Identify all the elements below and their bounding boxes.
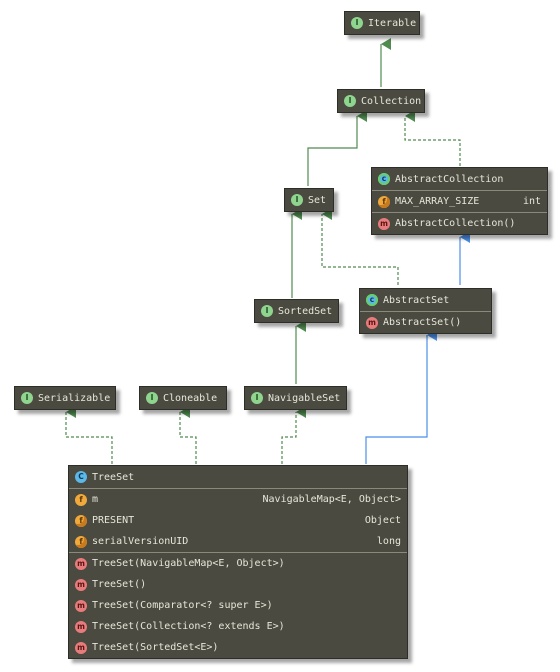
field-name: MAX_ARRAY_SIZE (395, 196, 480, 207)
node-sorted-set-name: SortedSet (278, 305, 333, 317)
method-row[interactable]: m AbstractCollection() (372, 212, 547, 234)
interface-icon: I (251, 392, 263, 404)
field-type: Object (364, 515, 401, 526)
node-sorted-set-header: I SortedSet (255, 300, 338, 322)
edge-set-collection (307, 110, 367, 186)
node-iterable-header: I Iterable (345, 12, 419, 34)
node-collection-name: Collection (361, 95, 422, 107)
interface-icon: I (291, 194, 303, 206)
method-icon: m (75, 578, 87, 591)
field-name: m (92, 494, 99, 505)
method-row[interactable]: m AbstractSet() (360, 311, 491, 333)
method-name: TreeSet(SortedSet<E>) (92, 642, 219, 653)
method-icon: m (75, 641, 87, 654)
node-navigable-set-header: I NavigableSet (245, 387, 346, 409)
method-name: TreeSet(Comparator<? super E>) (92, 600, 273, 611)
abstract-class-icon: c (378, 173, 390, 185)
node-cloneable[interactable]: I Cloneable (139, 386, 227, 410)
node-collection[interactable]: I Collection (337, 89, 425, 113)
method-row[interactable]: m TreeSet(NavigableMap<E, Object>) (69, 552, 407, 574)
field-type: long (376, 536, 401, 547)
method-row[interactable]: m TreeSet(Comparator<? super E>) (69, 595, 407, 616)
interface-icon: I (351, 17, 363, 29)
static-field-icon: f (378, 195, 390, 208)
node-abstract-collection-header: c AbstractCollection (372, 168, 547, 190)
node-tree-set-header: C TreeSet (69, 466, 407, 488)
method-row[interactable]: m TreeSet(SortedSet<E>) (69, 637, 407, 658)
field-type: int (522, 196, 541, 207)
field-row[interactable]: f m NavigableMap<E, Object> (69, 488, 407, 510)
node-tree-set[interactable]: C TreeSet f m NavigableMap<E, Object> f … (68, 465, 408, 659)
edge-treeset-cloneable (179, 406, 197, 464)
node-sorted-set[interactable]: I SortedSet (254, 299, 339, 323)
method-icon: m (366, 316, 378, 329)
node-abstract-collection[interactable]: c AbstractCollection f MAX_ARRAY_SIZE in… (371, 167, 548, 235)
node-abstract-collection-name: AbstractCollection (395, 173, 504, 185)
method-row[interactable]: m TreeSet(Collection<? extends E>) (69, 616, 407, 637)
field-name: PRESENT (92, 515, 135, 526)
method-name: TreeSet(NavigableMap<E, Object>) (92, 558, 285, 569)
node-serializable-name: Serializable (38, 392, 111, 404)
class-icon: C (75, 471, 87, 483)
node-cloneable-name: Cloneable (163, 392, 218, 404)
interface-icon: I (344, 95, 356, 107)
field-row[interactable]: f PRESENT Object (69, 510, 407, 531)
method-name: TreeSet() (92, 579, 147, 590)
node-tree-set-name: TreeSet (92, 471, 135, 483)
method-icon: m (378, 217, 390, 230)
method-icon: m (75, 557, 87, 570)
static-field-icon: f (75, 514, 87, 527)
method-name: AbstractCollection() (395, 218, 516, 229)
edge-treeset-abstractset (365, 329, 437, 464)
node-abstract-set-header: c AbstractSet (360, 289, 491, 311)
node-iterable[interactable]: I Iterable (344, 11, 420, 35)
node-cloneable-header: I Cloneable (140, 387, 226, 409)
node-abstract-set-name: AbstractSet (383, 294, 450, 306)
field-row[interactable]: f serialVersionUID long (69, 531, 407, 552)
edge-treeset-navigableset (281, 406, 306, 464)
node-set-name: Set (308, 194, 327, 206)
interface-icon: I (261, 305, 273, 317)
method-icon: m (75, 599, 87, 612)
node-serializable-header: I Serializable (15, 387, 115, 409)
method-name: TreeSet(Collection<? extends E>) (92, 621, 285, 632)
edge-abstractcollection-collection (404, 110, 461, 166)
field-row[interactable]: f MAX_ARRAY_SIZE int (372, 190, 547, 212)
node-iterable-name: Iterable (368, 17, 417, 29)
field-name: serialVersionUID (92, 536, 189, 547)
node-abstract-set[interactable]: c AbstractSet m AbstractSet() (359, 288, 492, 334)
node-navigable-set-name: NavigableSet (268, 392, 341, 404)
method-name: AbstractSet() (383, 317, 462, 328)
edge-abstractset-set (321, 208, 399, 285)
abstract-class-icon: c (366, 294, 378, 306)
field-type: NavigableMap<E, Object> (262, 494, 401, 505)
node-collection-header: I Collection (338, 90, 424, 112)
node-set-header: I Set (285, 189, 333, 211)
node-serializable[interactable]: I Serializable (14, 386, 116, 410)
static-field-icon: f (75, 535, 87, 548)
method-icon: m (75, 620, 87, 633)
node-set[interactable]: I Set (284, 188, 334, 212)
node-navigable-set[interactable]: I NavigableSet (244, 386, 347, 410)
method-row[interactable]: m TreeSet() (69, 574, 407, 595)
field-icon: f (75, 493, 87, 506)
edge-treeset-serializable (65, 406, 113, 464)
interface-icon: I (146, 392, 158, 404)
interface-icon: I (21, 392, 33, 404)
